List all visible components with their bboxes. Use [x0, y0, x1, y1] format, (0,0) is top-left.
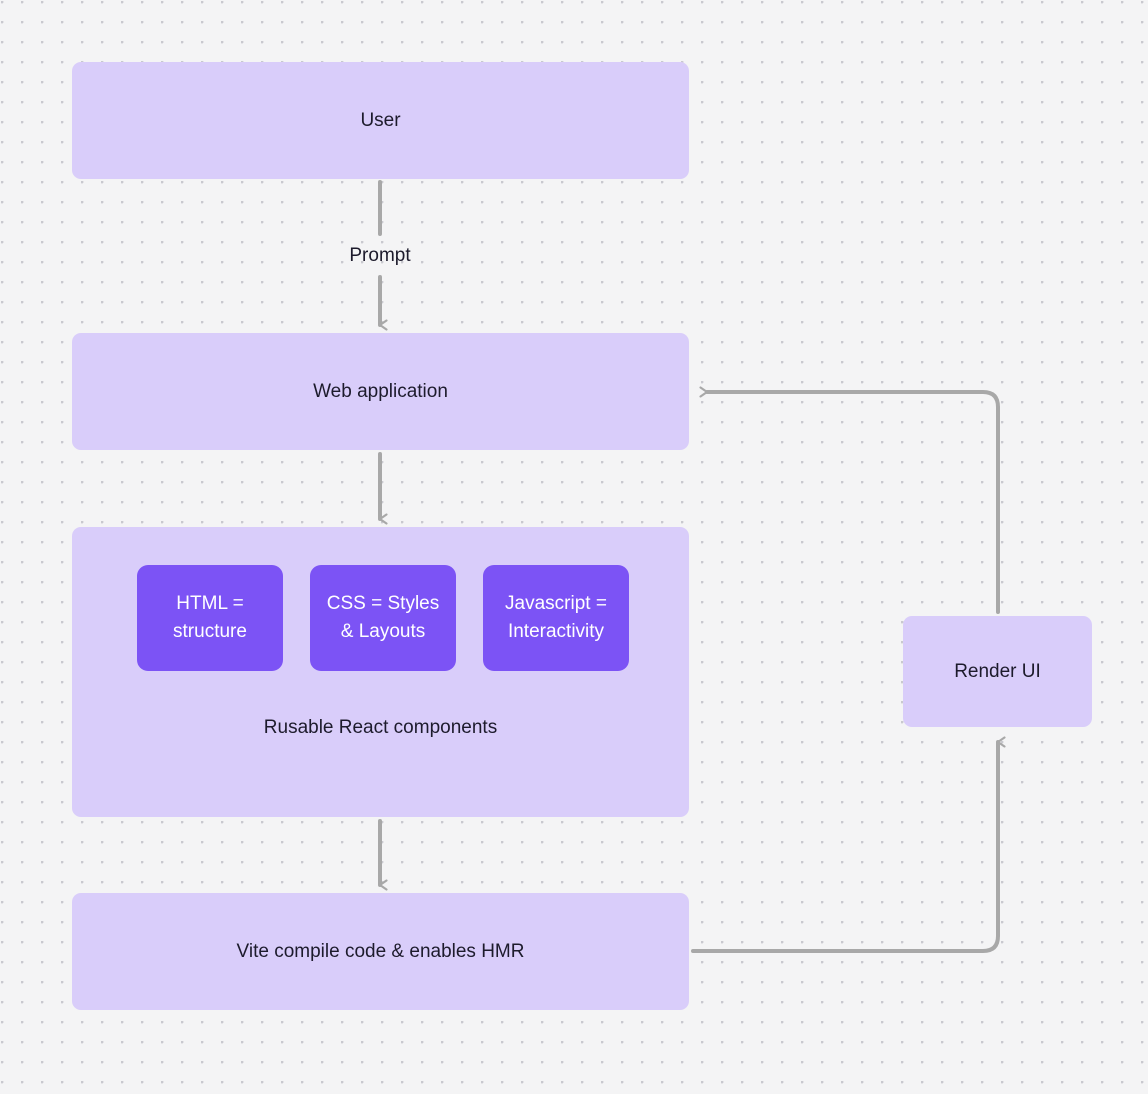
sub-node-html-label: HTML = structure: [173, 592, 247, 643]
sub-node-css[interactable]: CSS = Styles & Layouts: [310, 565, 456, 671]
sub-node-javascript-label: Javascript = Interactivity: [505, 592, 607, 643]
node-render-ui[interactable]: Render UI: [903, 616, 1092, 727]
sub-node-row: HTML = structure CSS = Styles & Layouts …: [137, 565, 629, 671]
sub-node-html[interactable]: HTML = structure: [137, 565, 283, 671]
node-vite-label: Vite compile code & enables HMR: [236, 940, 525, 962]
node-web-application[interactable]: Web application: [72, 333, 689, 450]
node-render-ui-label: Render UI: [954, 660, 1041, 682]
node-user-label: User: [360, 109, 401, 131]
node-user[interactable]: User: [72, 62, 689, 179]
node-vite[interactable]: Vite compile code & enables HMR: [72, 893, 689, 1010]
edge-label-prompt: Prompt: [349, 245, 411, 266]
sub-node-javascript[interactable]: Javascript = Interactivity: [483, 565, 629, 671]
node-react-components-container[interactable]: HTML = structure CSS = Styles & Layouts …: [72, 527, 689, 817]
sub-node-css-label: CSS = Styles & Layouts: [326, 592, 440, 643]
node-web-application-label: Web application: [313, 380, 448, 402]
node-react-components-caption: Rusable React components: [263, 717, 498, 738]
